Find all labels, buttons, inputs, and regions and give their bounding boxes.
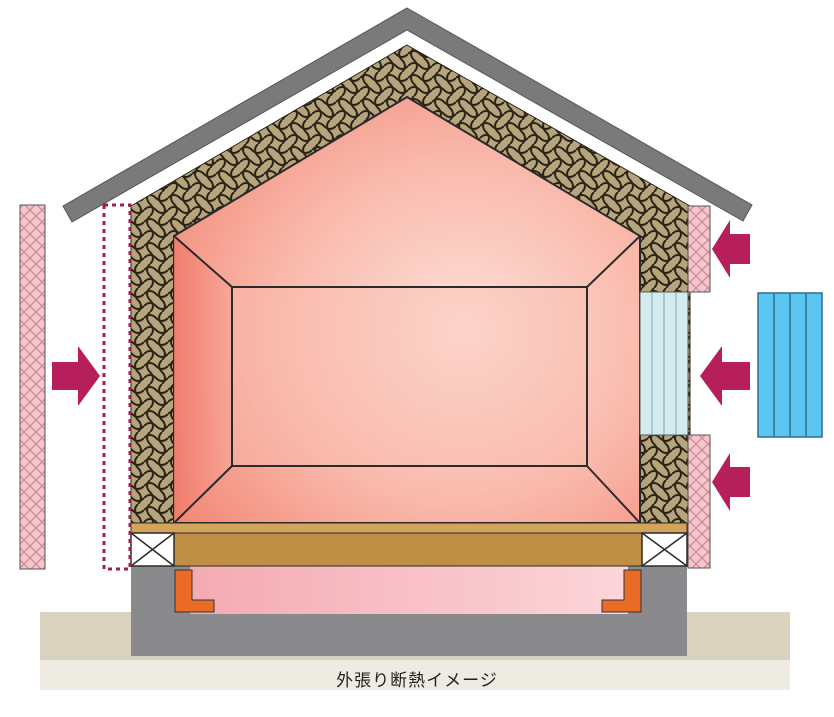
interior-left-wall xyxy=(174,236,232,523)
panel-placement-outline xyxy=(102,203,132,571)
floor-plank xyxy=(130,522,688,534)
roof xyxy=(62,7,753,223)
perspective-line xyxy=(586,235,641,288)
arrow-right-icon xyxy=(52,346,100,406)
interior-back-wall xyxy=(231,286,588,467)
arrow-left-icon xyxy=(712,220,750,278)
perspective-line xyxy=(586,465,641,524)
sill-box-left xyxy=(130,532,175,567)
sill-box-right xyxy=(641,532,688,567)
detached-window xyxy=(757,292,823,438)
perspective-line xyxy=(173,235,233,288)
ground-fade xyxy=(40,660,790,717)
floor-beam xyxy=(173,532,643,567)
perspective-line xyxy=(173,465,233,524)
crawlspace xyxy=(190,566,628,614)
exterior-panel-upper-right xyxy=(687,205,711,293)
footing-right xyxy=(601,569,642,613)
detached-insulation-panel xyxy=(19,204,46,570)
arrow-left-icon xyxy=(700,346,750,406)
arrow-left-icon xyxy=(712,453,750,511)
footing-left xyxy=(174,569,215,613)
exterior-panel-lower-right xyxy=(687,434,711,569)
diagram-caption: 外張り断熱イメージ xyxy=(336,671,498,691)
